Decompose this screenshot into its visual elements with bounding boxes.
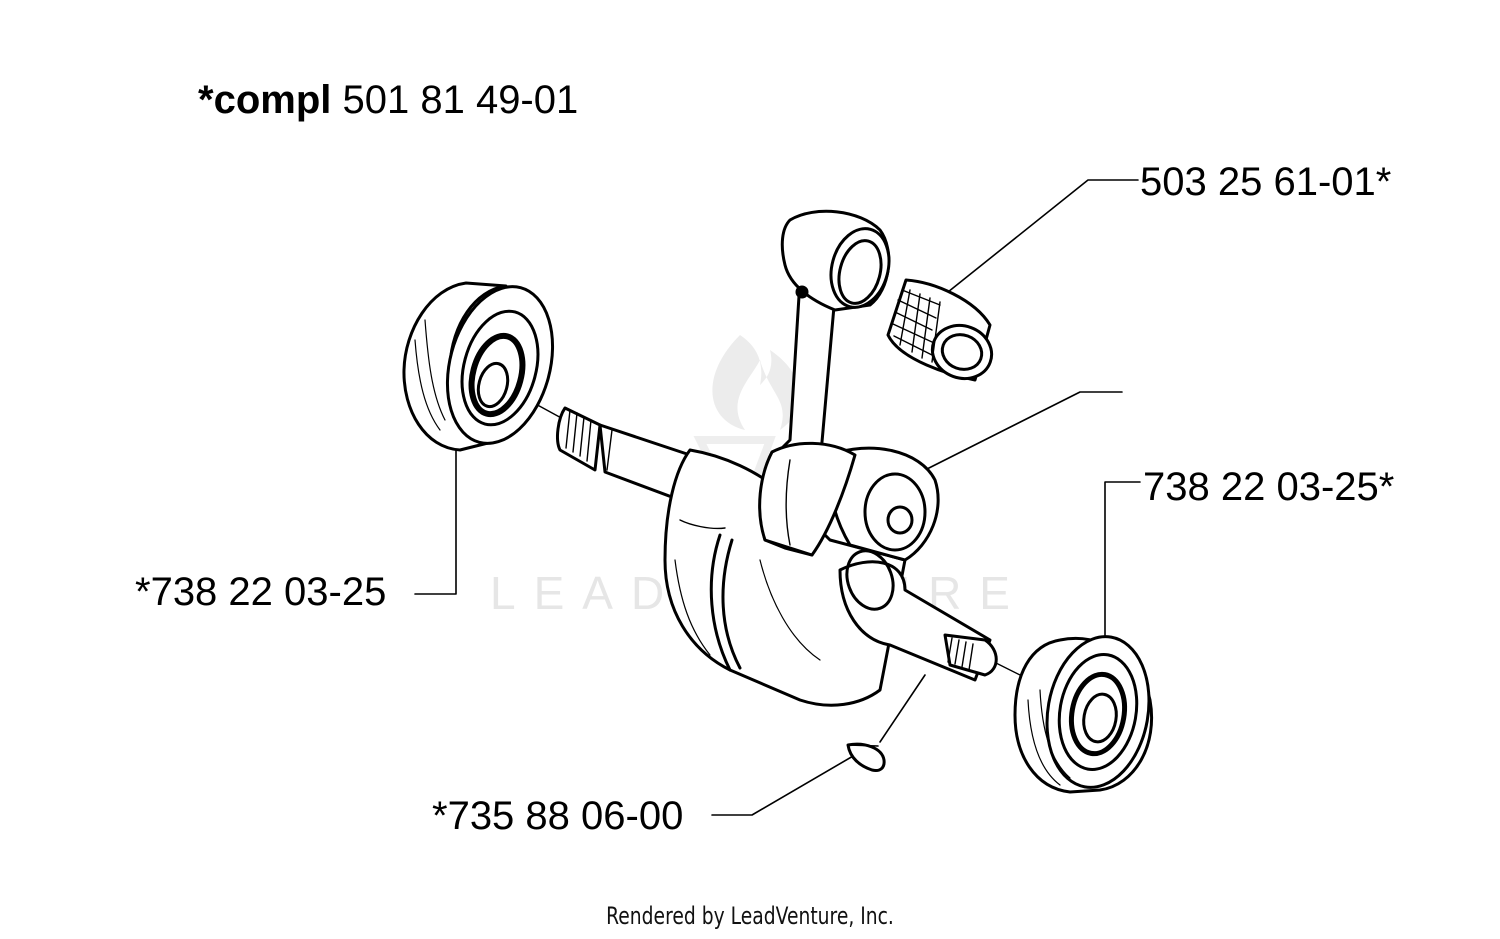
callout-ball-bearing-left: *738 22 03-25 bbox=[135, 570, 387, 614]
right-ball-bearing bbox=[1013, 635, 1154, 794]
leader-needle-bearing bbox=[947, 179, 1139, 293]
assembly-number: 501 81 49-01 bbox=[342, 78, 579, 122]
leader-crankshaft bbox=[924, 391, 1123, 471]
callout-needle-bearing: 503 25 61-01* bbox=[1140, 160, 1392, 204]
crankshaft bbox=[556, 406, 998, 707]
woodruff-key bbox=[846, 742, 886, 772]
leader-key-upper bbox=[879, 674, 926, 743]
callout-key: *735 88 06-00 bbox=[432, 794, 684, 838]
callout-ball-bearing-right: 738 22 03-25* bbox=[1143, 465, 1395, 509]
footer-credit: Rendered by LeadVenture, Inc. bbox=[606, 902, 894, 930]
needle-bearing bbox=[886, 278, 994, 382]
connecting-rod bbox=[758, 209, 891, 557]
leader-ball-bearing-left bbox=[414, 449, 457, 595]
left-ball-bearing bbox=[402, 281, 555, 452]
leader-key bbox=[711, 751, 861, 816]
assembly-prefix: *compl bbox=[198, 78, 332, 122]
leader-ball-bearing-right bbox=[1104, 481, 1141, 641]
assembly-title: *compl 501 81 49-01 bbox=[198, 80, 578, 120]
